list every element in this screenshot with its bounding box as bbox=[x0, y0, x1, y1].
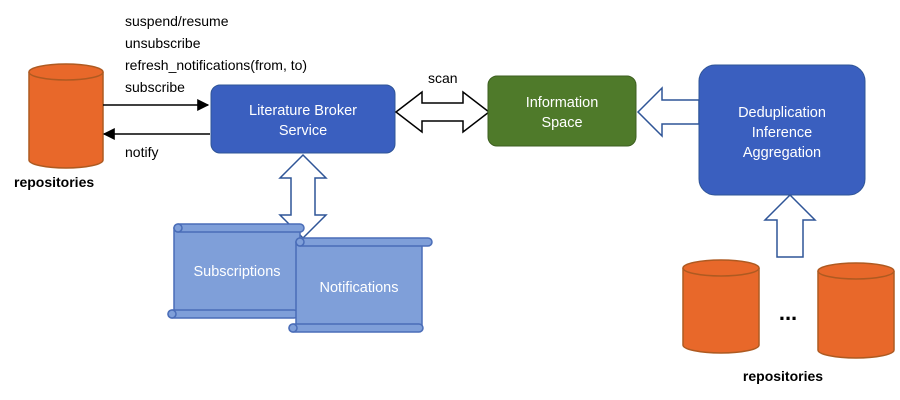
broker-label-line2: Service bbox=[279, 123, 327, 139]
right-repositories-ellipsis: ... bbox=[779, 300, 797, 325]
processing-to-space-arrow bbox=[636, 86, 700, 138]
op-suspend-resume: suspend/resume bbox=[125, 13, 229, 29]
notifications-scroll bbox=[288, 237, 433, 333]
processing-box bbox=[698, 64, 866, 196]
op-subscribe: subscribe bbox=[125, 79, 185, 95]
right-repositories-label: repositories bbox=[743, 368, 823, 384]
scan-double-arrow bbox=[394, 90, 491, 134]
notifications-label: Notifications bbox=[320, 280, 399, 296]
information-space-line1: Information bbox=[526, 95, 599, 111]
op-notify: notify bbox=[125, 144, 158, 160]
right-repository-cylinder-1 bbox=[682, 259, 760, 354]
op-unsubscribe: unsubscribe bbox=[125, 35, 201, 51]
information-space-box bbox=[487, 75, 637, 147]
scan-label: scan bbox=[428, 70, 458, 86]
information-space-line2: Space bbox=[541, 115, 582, 131]
repositories-to-processing-arrow bbox=[763, 193, 817, 258]
right-repository-cylinder-2 bbox=[817, 262, 895, 359]
processing-line1: Deduplication bbox=[738, 105, 826, 121]
left-repository-cylinder bbox=[28, 63, 104, 169]
subscriptions-label: Subscriptions bbox=[193, 264, 280, 280]
processing-line3: Aggregation bbox=[743, 145, 821, 161]
op-refresh-notifications: refresh_notifications(from, to) bbox=[125, 57, 307, 73]
processing-line2: Inference bbox=[752, 125, 812, 141]
broker-label-line1: Literature Broker bbox=[249, 103, 357, 119]
left-repositories-label: repositories bbox=[14, 174, 94, 190]
literature-broker-service-box bbox=[210, 84, 396, 154]
